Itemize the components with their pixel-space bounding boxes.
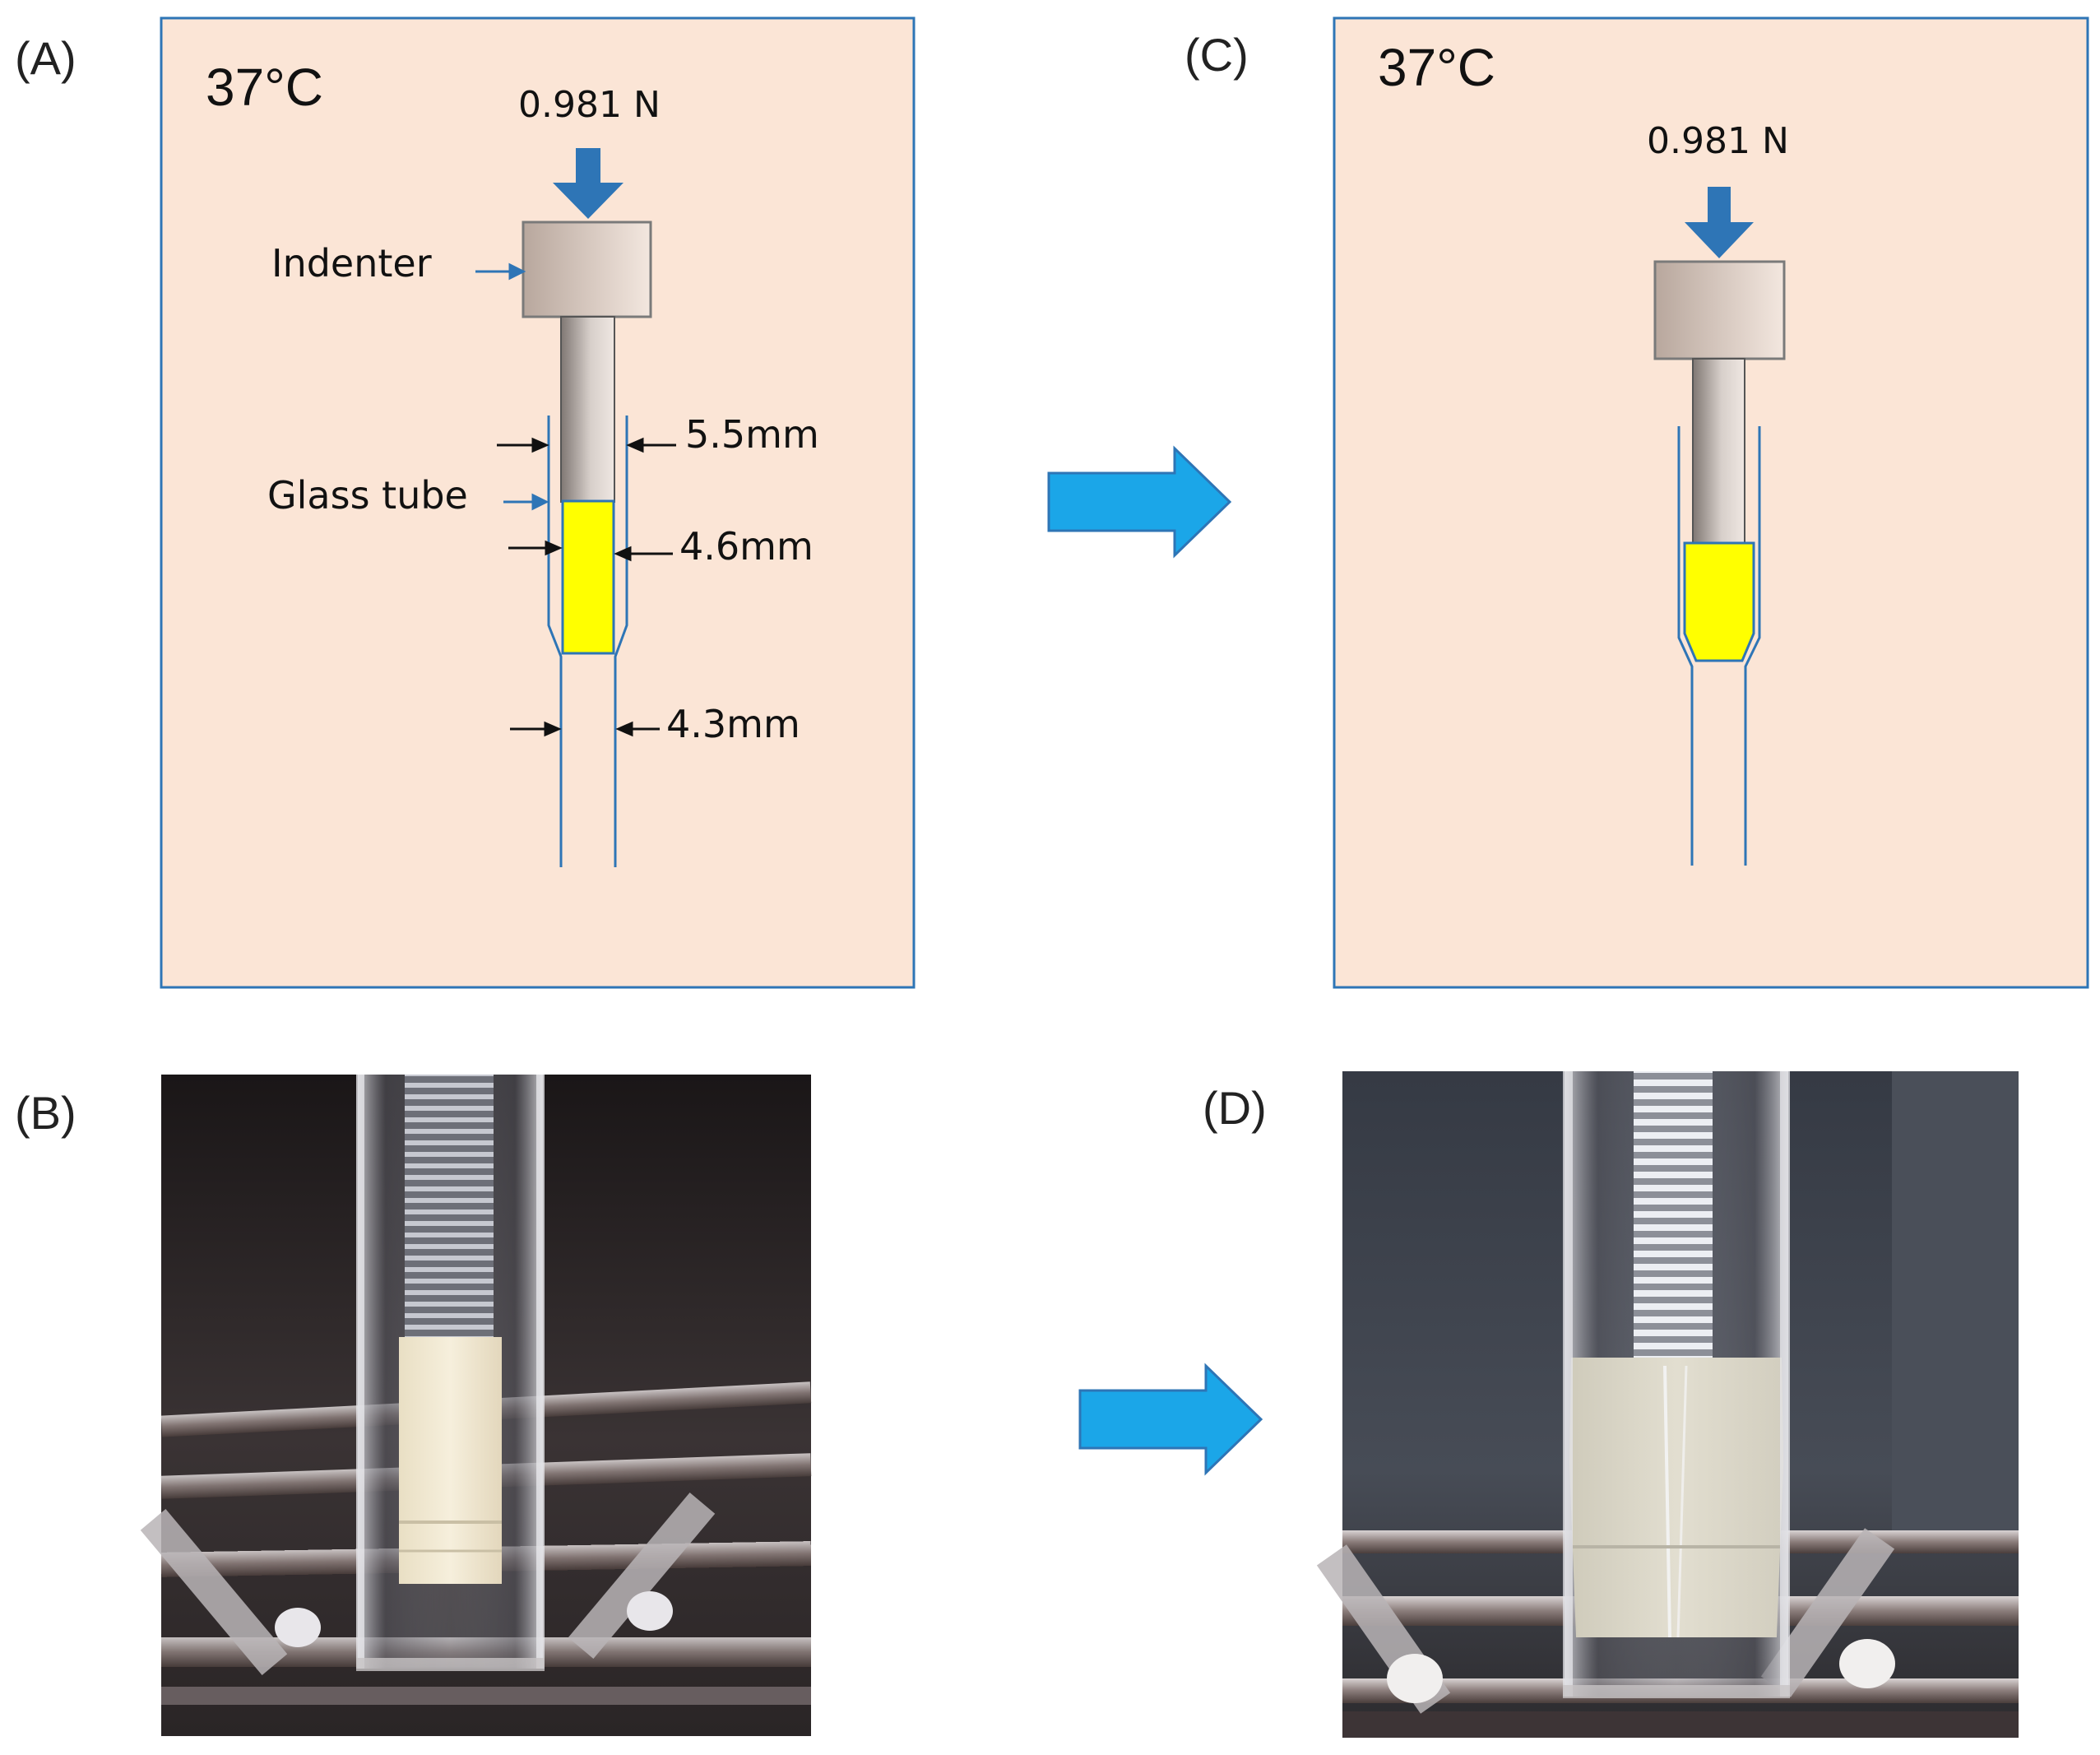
panel-d-label: (D) <box>1203 1082 1267 1134</box>
transition-arrow-top-icon <box>1047 445 1232 559</box>
panel-c-label: (C) <box>1184 29 1249 81</box>
panel-c-temperature: 37°C <box>1378 38 1495 97</box>
dim-narrow-arrows-icon <box>510 721 660 737</box>
indenter-rod <box>560 316 615 503</box>
indenter-pointer-icon <box>475 262 526 281</box>
glass-tube-label: Glass tube <box>267 473 468 518</box>
panel-b-label: (B) <box>15 1087 76 1139</box>
sample-block-c <box>1683 541 1755 662</box>
transition-arrow-bottom-icon <box>1078 1363 1263 1476</box>
indenter-head-c <box>1653 260 1786 360</box>
glass-tube <box>547 416 628 867</box>
dim-outer-label: 5.5mm <box>685 412 819 457</box>
dim-outer-arrows-icon <box>497 437 676 453</box>
panel-c-force-label: 0.981 N <box>1647 120 1789 162</box>
glass-tube-pointer-icon <box>503 493 549 511</box>
panel-a-force-label: 0.981 N <box>518 84 661 126</box>
sample-block <box>561 499 615 655</box>
force-arrow-c-icon <box>1685 187 1754 258</box>
dim-sample-label: 4.6mm <box>679 524 814 569</box>
panel-a-label: (A) <box>15 32 76 84</box>
indenter-rod-c <box>1692 358 1745 544</box>
panel-b-photo <box>140 1075 812 1736</box>
indenter-head <box>522 221 652 318</box>
indenter-label: Indenter <box>271 241 432 286</box>
force-arrow-icon <box>553 148 624 219</box>
glass-tube-c <box>1677 426 1761 866</box>
panel-d-photo <box>1316 1071 2019 1738</box>
dim-sample-arrows-icon <box>508 540 673 562</box>
panel-a-temperature: 37°C <box>206 58 323 117</box>
dim-narrow-label: 4.3mm <box>666 702 800 746</box>
